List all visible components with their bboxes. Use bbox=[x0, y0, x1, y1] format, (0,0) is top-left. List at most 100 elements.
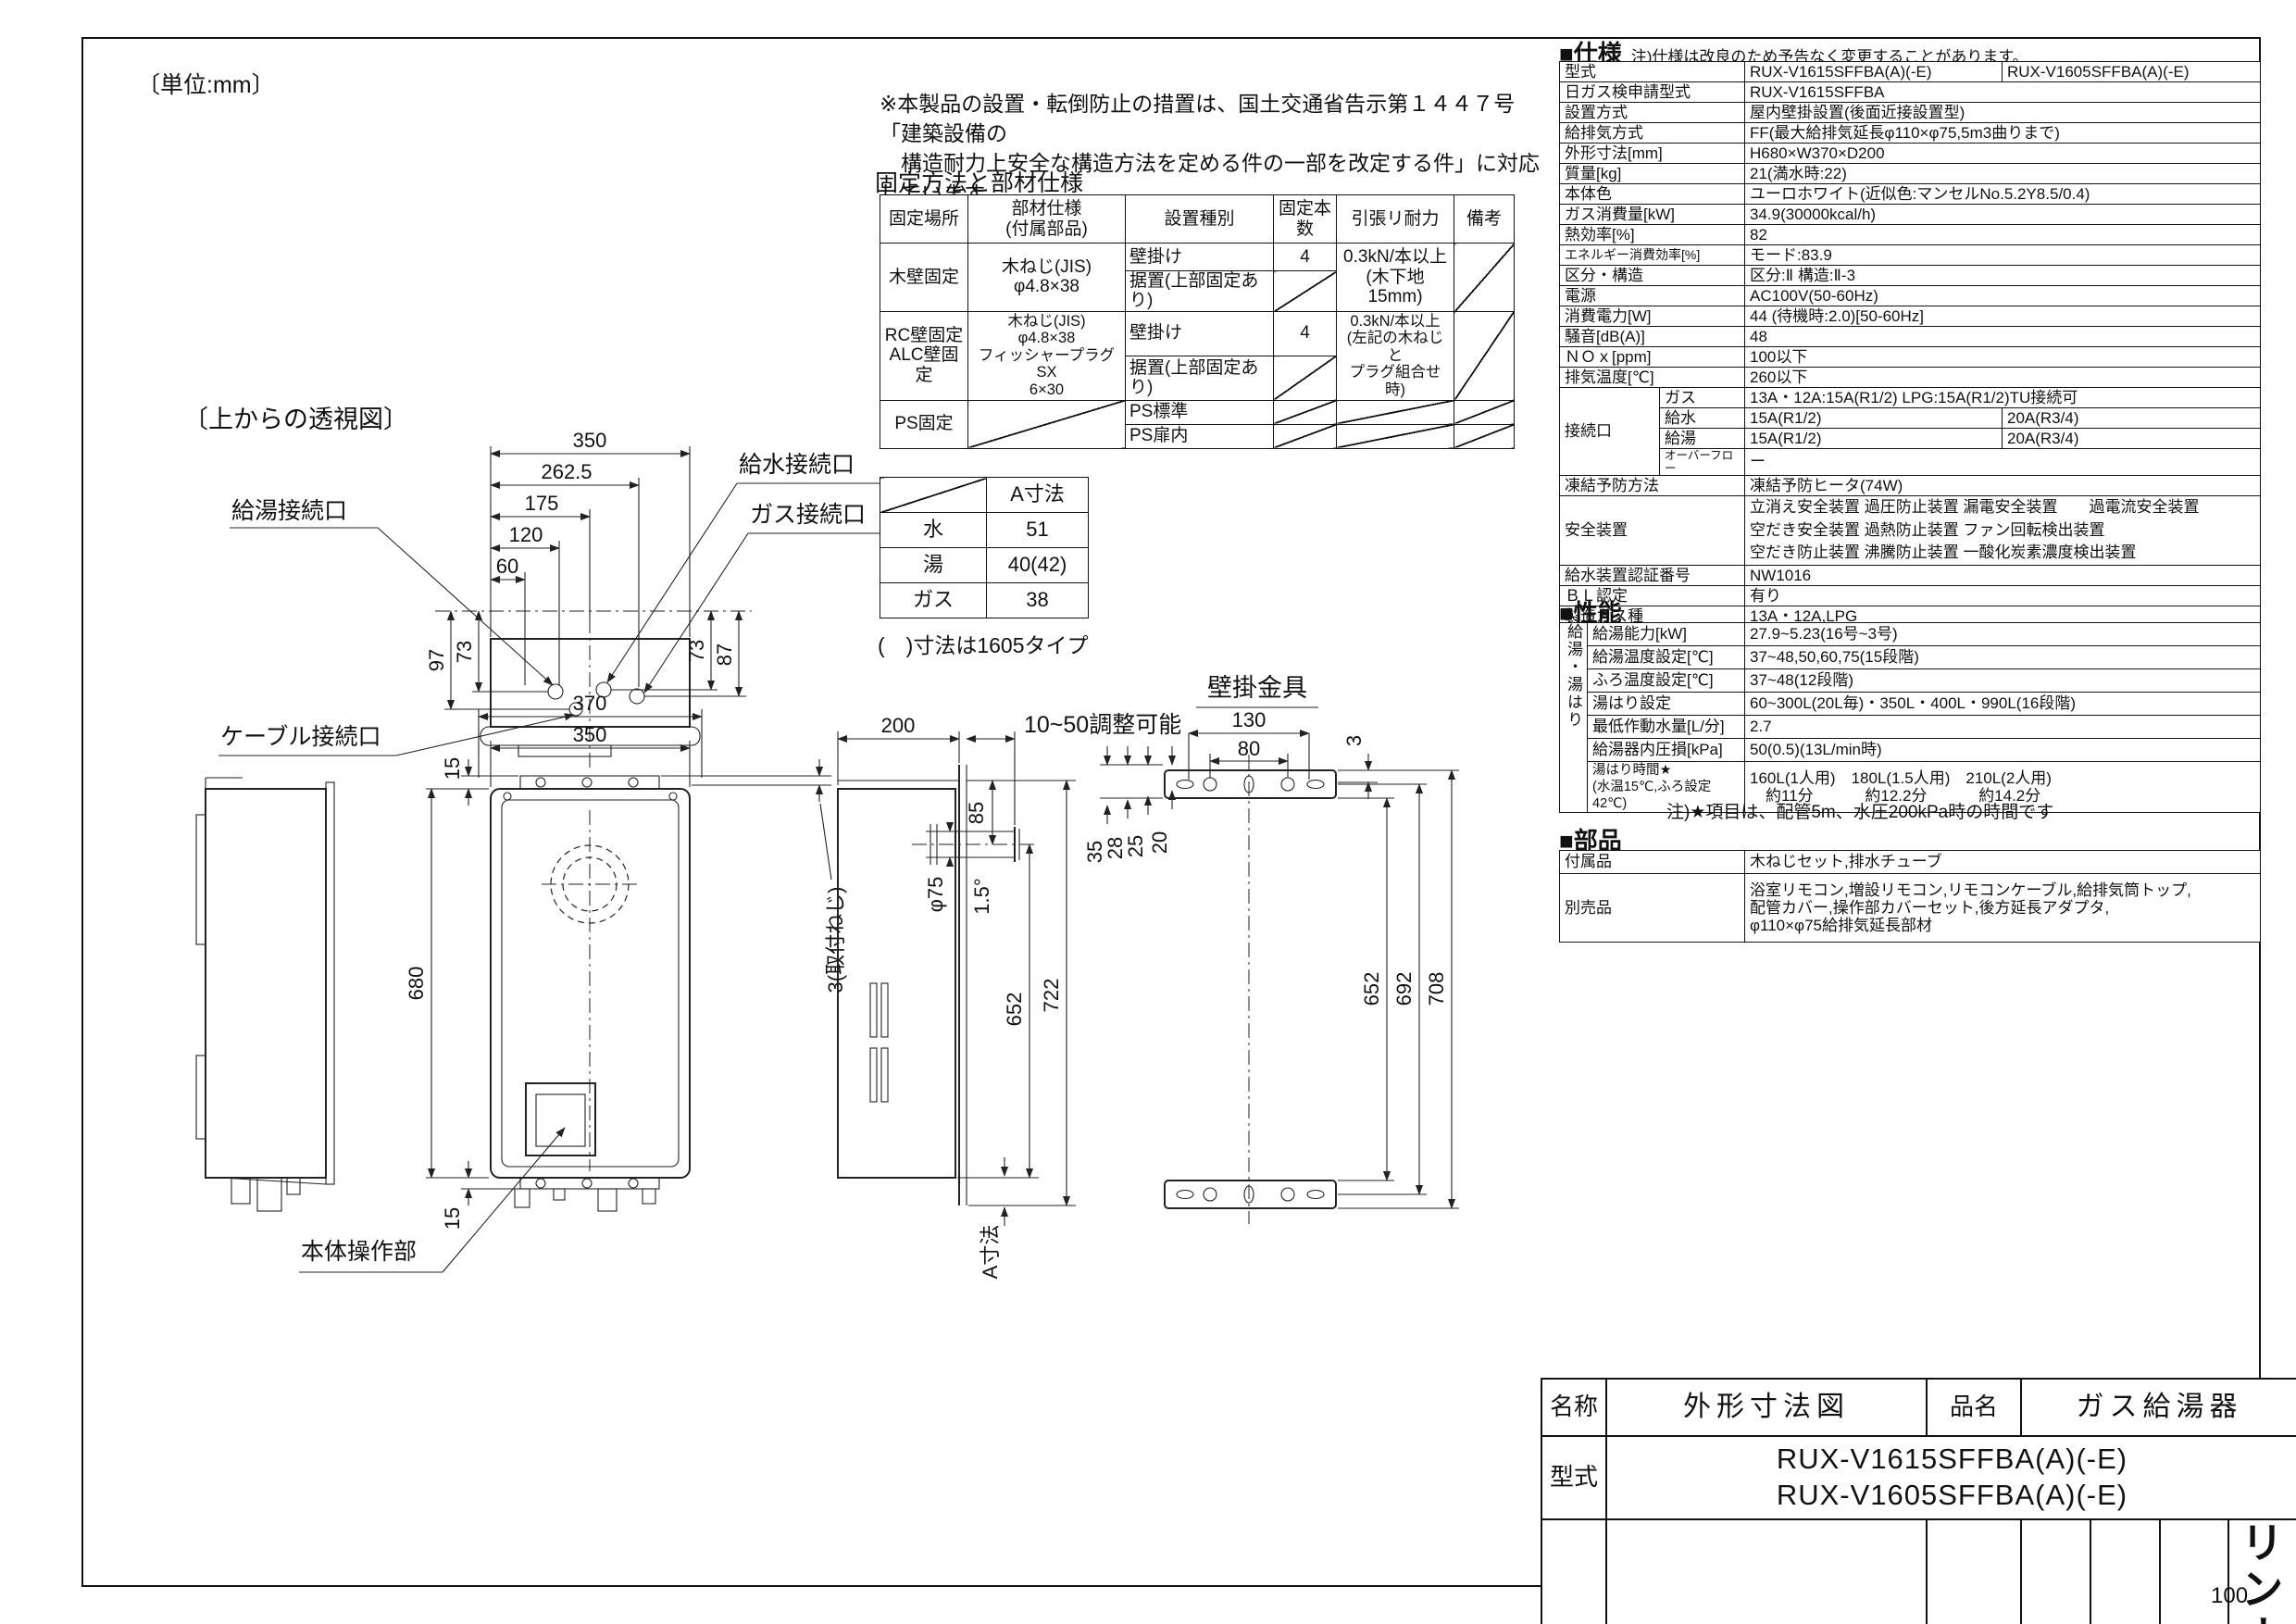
title-block-created-label: 作成 bbox=[1541, 1518, 1607, 1624]
spec-sublabel: 給湯 bbox=[1659, 428, 1745, 449]
spec-value: 13A・12A:15A(R1/2) LPG:15A(R1/2)TU接続可 bbox=[1744, 387, 2261, 408]
fixing-ps-count-blank bbox=[1273, 399, 1337, 425]
side-dim-722: 722 bbox=[1040, 979, 1063, 1013]
gas-connection-label: ガス接続口 bbox=[750, 502, 866, 528]
title-block-scale: 1:10 bbox=[2020, 1518, 2091, 1624]
fixing-rc-material: 木ねじ(JIS) φ4.8×38 フィッシャープラグSX 6×30 bbox=[967, 310, 1126, 401]
perf-value: 50(0.5)(13L/min時) bbox=[1744, 738, 2261, 762]
parts-table: 付属品木ねじセット,排水チューブ 別売品浴室リモコン,増設リモコン,リモコンケー… bbox=[1559, 850, 2261, 943]
front-dim-15-top: 15 bbox=[441, 757, 464, 780]
fixing-wood-place: 木壁固定 bbox=[880, 243, 968, 312]
spec-label: 日ガス検申請型式 bbox=[1559, 81, 1745, 103]
spec-value: 20A(R3/4) bbox=[2002, 428, 2261, 449]
spec-value: 260以下 bbox=[1744, 367, 2261, 388]
side-dim-a: A寸法 bbox=[979, 1225, 1002, 1280]
side-dim-angle: 1.5° bbox=[970, 878, 993, 914]
fixing-ps-note-blank bbox=[1454, 399, 1515, 425]
spec-label: ガス消費量[kW] bbox=[1559, 204, 1745, 225]
top-view: 〔上からの透視図〕 350 262.5 175 120 bbox=[183, 406, 887, 768]
spec-sublabel: ガス bbox=[1659, 387, 1745, 408]
a-dim-row-value: 40(42) bbox=[986, 547, 1089, 583]
title-block-models: RUX-V1615SFFBA(A)(-E) RUX-V1605SFFBA(A)(… bbox=[1605, 1435, 2296, 1520]
fixing-wood-floor: 据置(上部固定あり) bbox=[1125, 270, 1274, 312]
top-dim-262: 262.5 bbox=[541, 460, 592, 483]
spec-label: 区分・構造 bbox=[1559, 265, 1745, 286]
fixing-ps-count-blank2 bbox=[1273, 423, 1337, 449]
spec-label: 質量[kg] bbox=[1559, 163, 1745, 184]
spec-label: ＮＯｘ[ppm] bbox=[1559, 346, 1745, 368]
water-connection-label: 給水接続口 bbox=[739, 452, 855, 478]
parts-value: 浴室リモコン,増設リモコン,リモコンケーブル,給排気筒トップ, 配管カバー,操作… bbox=[1744, 873, 2261, 943]
performance-note: 注)★項目は、配管5m、水圧200kPa時の時間です bbox=[1666, 803, 2054, 822]
fixing-ps-place: PS固定 bbox=[880, 399, 968, 449]
top-dim-73-left: 73 bbox=[453, 641, 476, 663]
spec-label: エネルギー消費効率[%] bbox=[1559, 244, 1745, 266]
spec-label: 凍結予防方法 bbox=[1559, 475, 1745, 496]
wall-bracket-view: 壁掛金具 130 80 bbox=[1083, 674, 1459, 1224]
bracket-dim-652: 652 bbox=[1360, 972, 1383, 1006]
spec-value: 21(満水時:22) bbox=[1744, 163, 2261, 184]
spec-value: RUX-V1615SFFBA bbox=[1744, 81, 2261, 103]
spec-label: 騒音[dB(A)] bbox=[1559, 326, 1745, 347]
spec-value: 82 bbox=[1744, 224, 2261, 245]
front-dim-680: 680 bbox=[405, 967, 428, 1001]
perf-label: 給湯温度設定[℃] bbox=[1587, 645, 1745, 669]
title-block-product: ガス給湯器 bbox=[2020, 1378, 2296, 1437]
spec-sublabel: オーバーフロー bbox=[1659, 448, 1745, 476]
spec-value: 34.9(30000kcal/h) bbox=[1744, 204, 2261, 225]
spec-label: 排気温度[℃] bbox=[1559, 367, 1745, 388]
bracket-dim-708: 708 bbox=[1425, 972, 1448, 1006]
front-dim-350: 350 bbox=[573, 723, 607, 746]
fixing-header-count: 固定本数 bbox=[1273, 194, 1337, 244]
fixing-rc-place: RC壁固定 ALC壁固定 bbox=[880, 310, 968, 401]
spec-value: 20A(R3/4) bbox=[2002, 407, 2261, 429]
fixing-rc-note-blank bbox=[1454, 310, 1515, 401]
spec-value: 区分:Ⅱ 構造:Ⅱ-3 bbox=[1744, 265, 2261, 286]
title-block-size: A3 bbox=[2158, 1518, 2230, 1624]
left-side-view bbox=[195, 777, 335, 1212]
fixing-wood-note-blank bbox=[1454, 243, 1515, 312]
fixing-header-note: 備考 bbox=[1454, 194, 1515, 244]
fixing-ps-door: PS扉内 bbox=[1125, 423, 1274, 449]
a-dim-header: A寸法 bbox=[986, 477, 1089, 513]
spec-label: 本体色 bbox=[1559, 183, 1745, 205]
fixing-ps-strength-blank2 bbox=[1336, 423, 1454, 449]
title-block-product-label: 品名 bbox=[1926, 1378, 2022, 1437]
fixing-table: 固定場所 部材仕様 (付属部品) 設置種別 固定本数 引張リ耐力 備考 木壁固定… bbox=[880, 194, 1515, 449]
a-dimension-table: A寸法 水 51 湯 40(42) ガス 38 bbox=[880, 477, 1089, 618]
a-dim-row-value: 38 bbox=[986, 582, 1089, 618]
spec-value: 有り bbox=[1744, 584, 2261, 606]
fixing-header-material: 部材仕様 (付属部品) bbox=[967, 194, 1126, 244]
spec-label: 給水装置認証番号 bbox=[1559, 564, 1745, 586]
spec-value: 15A(R1/2) bbox=[1744, 428, 2003, 449]
spec-label: 型式 bbox=[1559, 61, 1745, 82]
spec-value: FF(最大給排気延長φ110×φ75,5m3曲りまで) bbox=[1744, 122, 2261, 144]
spec-value: 100以下 bbox=[1744, 346, 2261, 368]
perf-label: 湯はり時間★ (水温15℃,ふろ設定42℃) bbox=[1587, 760, 1745, 814]
a-dim-note: ( )寸法は1605タイプ bbox=[878, 633, 1089, 657]
title-block-created: 2022.04 bbox=[1605, 1518, 1928, 1624]
spec-value: モード:83.9 bbox=[1744, 244, 2261, 266]
fixing-ps-material-blank bbox=[967, 399, 1126, 449]
title-block-name: 外形寸法図 bbox=[1605, 1378, 1928, 1437]
bracket-dim-3: 3 bbox=[1342, 735, 1366, 746]
top-dim-73-right: 73 bbox=[685, 640, 708, 662]
fixing-rc-floor: 据置(上部固定あり) bbox=[1125, 355, 1274, 401]
fixing-wood-material: 木ねじ(JIS) φ4.8×38 bbox=[967, 243, 1126, 312]
fixing-header-strength: 引張リ耐力 bbox=[1336, 194, 1454, 244]
spec-value: 立消え安全装置 過圧防止装置 漏電安全装置 過電流安全装置 空だき安全装置 過熱… bbox=[1744, 495, 2261, 566]
perf-label: 最低作動水量[L/分] bbox=[1587, 715, 1745, 739]
top-dim-87: 87 bbox=[713, 643, 736, 666]
bracket-dim-28: 28 bbox=[1104, 837, 1127, 859]
fixing-wood-count: 4 bbox=[1273, 243, 1337, 271]
title-block-name-label: 名称 bbox=[1541, 1378, 1607, 1437]
perf-value: 37~48(12段階) bbox=[1744, 668, 2261, 693]
fixing-ps-std: PS標準 bbox=[1125, 399, 1274, 425]
title-block-company: リンナイ株式会社 bbox=[2227, 1518, 2296, 1624]
spec-label: 熱効率[%] bbox=[1559, 224, 1745, 245]
perf-label: 湯はり設定 bbox=[1587, 692, 1745, 716]
top-dim-97: 97 bbox=[425, 649, 448, 671]
title-block-model-label: 型式 bbox=[1541, 1435, 1607, 1520]
perf-value: 160L(1人用) 180L(1.5人用) 210L(2人用) 約11分 約12… bbox=[1744, 760, 2261, 814]
